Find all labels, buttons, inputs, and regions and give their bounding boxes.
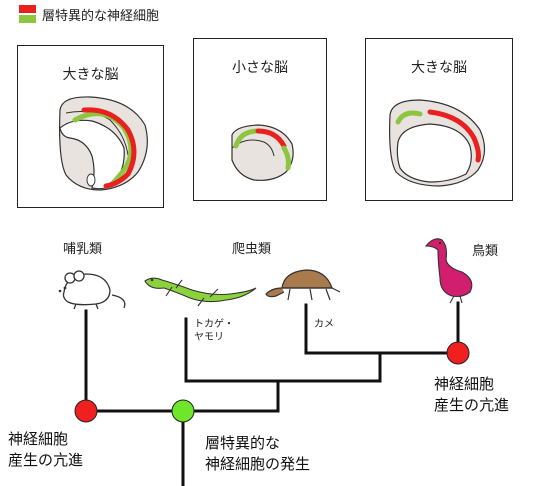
gecko-icon [144,277,257,307]
note-bird-line1: 神経細胞 [434,375,495,393]
label-gecko-line2: ヤモリ [194,332,224,343]
panel-title-reptile: 小さな脳 [232,60,288,76]
label-gecko-line1: トカゲ・ [194,319,234,330]
origin-node-green [171,399,195,423]
panel-title-bird: 大きな脳 [411,60,467,76]
note-origin: 層特異的な 神経細胞の発生 [205,433,310,475]
mammal-brain [59,96,148,191]
label-turtle: カメ [314,319,334,330]
note-bird-expansion: 神経細胞 産生の亢進 [434,374,509,416]
mouse-icon [58,270,126,310]
note-origin-line1: 層特異的な [205,434,281,452]
note-mammal-line1: 神経細胞 [8,430,69,448]
bird-brain [389,99,486,187]
mammal-node-red [74,399,98,423]
legend-red-swatch [19,5,36,13]
label-mammals: 哺乳類 [63,242,103,257]
note-mammal-expansion: 神経細胞 産生の亢進 [8,429,83,471]
label-reptiles: 爬虫類 [232,242,272,257]
reptile-brain [231,124,294,181]
bird-icon [424,238,473,304]
label-birds: 鳥類 [472,244,499,259]
label-gecko: トカゲ・ ヤモリ [194,318,234,344]
legend-label: 層特異的な神経細胞 [42,9,160,24]
panel-title-mammal: 大きな脳 [62,67,119,83]
note-bird-line2: 産生の亢進 [434,396,510,414]
bird-node-red [446,341,470,365]
legend-green-swatch [19,15,36,23]
note-origin-line2: 神経細胞の発生 [205,455,311,473]
note-mammal-line2: 産生の亢進 [8,451,84,469]
turtle-icon [265,269,341,301]
